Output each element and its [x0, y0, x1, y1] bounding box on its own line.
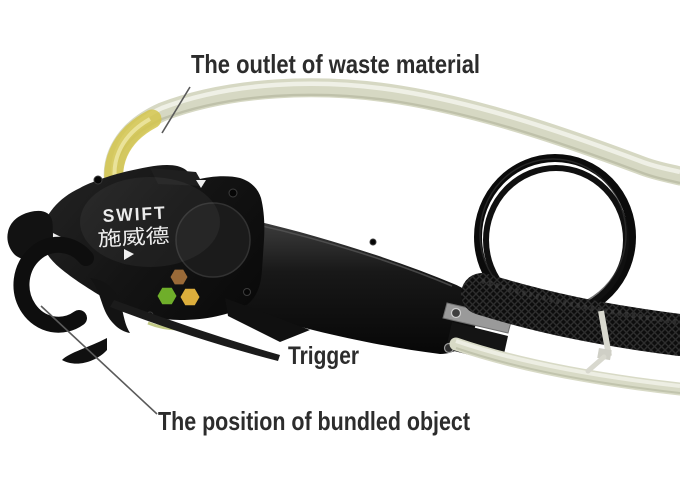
head-screw [228, 188, 238, 198]
label-waste-outlet: The outlet of waste material [191, 49, 480, 79]
braided-sleeve [461, 273, 680, 356]
air-tube [449, 337, 680, 396]
brand-text: SWIFT [102, 203, 167, 226]
handle-screw [369, 238, 377, 246]
annotation-line-waste [161, 86, 191, 134]
label-bundle-position: The position of bundled object [158, 406, 470, 436]
head-screw [243, 288, 251, 296]
head-screw [93, 175, 103, 185]
brand-text-cn: 施威德 [97, 224, 170, 251]
indicator-hex-top [170, 269, 188, 285]
handle [243, 220, 478, 354]
trigger-lever [90, 278, 310, 361]
fitting-screw [450, 307, 462, 319]
indicator-hex-left [157, 287, 177, 305]
annotation-line-bundle [40, 305, 158, 415]
triangle-marker-icon [124, 249, 134, 260]
label-trigger: Trigger [288, 342, 359, 370]
handle-highlight [257, 224, 453, 287]
trigger-blade [90, 278, 130, 333]
triangle-marker-icon [196, 180, 206, 188]
cable-tie [585, 310, 612, 374]
indicator-hex-right [180, 288, 200, 306]
